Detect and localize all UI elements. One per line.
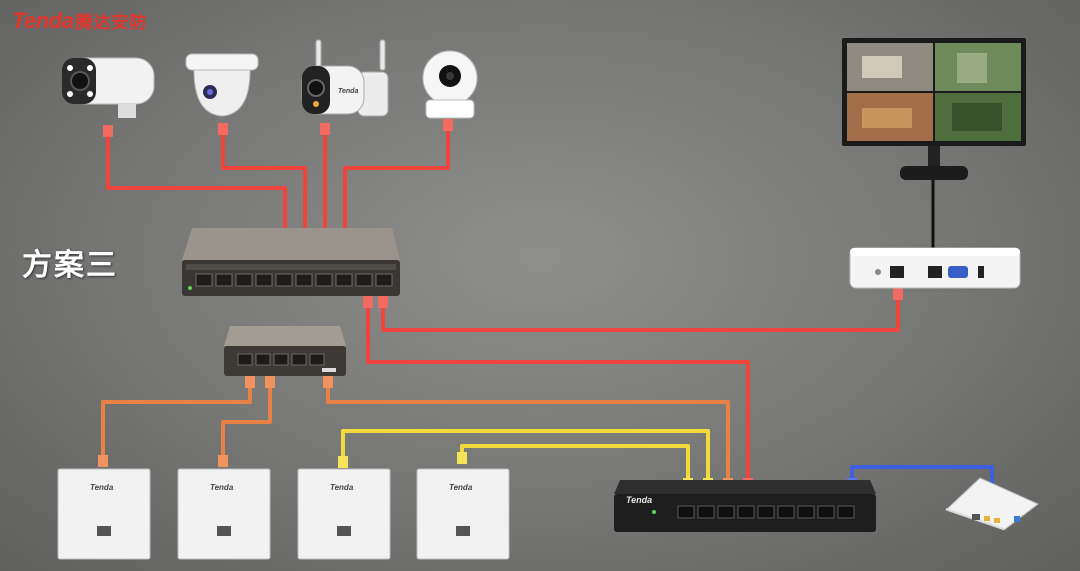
cable-camera-4 xyxy=(343,124,450,262)
router-brand-label: Tenda xyxy=(626,495,653,505)
panel-ap-4-icon: Tenda xyxy=(416,468,510,560)
panel-ap-brand: Tenda xyxy=(449,483,473,492)
cable-camera-1 xyxy=(106,130,287,262)
brand-name: Tenda xyxy=(12,8,74,33)
cable-ap-1 xyxy=(101,380,252,460)
panel-ap-brand: Tenda xyxy=(330,483,354,492)
cable-switch-nvr xyxy=(381,292,900,332)
cable-smallswitch-router xyxy=(326,380,730,484)
outdoor-wifi-camera-icon: Tenda xyxy=(301,39,389,117)
panel-ap-brand: Tenda xyxy=(210,483,234,492)
dome-camera-icon xyxy=(185,53,259,117)
brand-name-cn: 腾达安防 xyxy=(75,13,148,32)
poe-switch-large-icon xyxy=(182,228,400,296)
camera-brand-label: Tenda xyxy=(338,88,358,95)
optical-modem-icon xyxy=(945,477,1039,531)
pan-tilt-camera-icon xyxy=(422,50,478,119)
cable-camera-2 xyxy=(221,128,307,262)
poe-router-icon xyxy=(614,480,876,532)
cable-ap-2 xyxy=(221,380,272,460)
panel-ap-brand: Tenda xyxy=(90,483,114,492)
nvr-recorder-icon xyxy=(849,247,1021,289)
panel-ap-3-icon: Tenda xyxy=(297,468,391,560)
bullet-camera-icon xyxy=(62,57,155,118)
monitor-display-icon xyxy=(842,38,1026,180)
scheme-title: 方案三 xyxy=(22,249,118,282)
cable-ap-3 xyxy=(341,429,710,484)
poe-switch-small-icon xyxy=(224,326,346,376)
panel-ap-2-icon: Tenda xyxy=(177,468,271,560)
panel-ap-1-icon: Tenda xyxy=(57,468,151,560)
cable-switch-router xyxy=(366,302,750,484)
